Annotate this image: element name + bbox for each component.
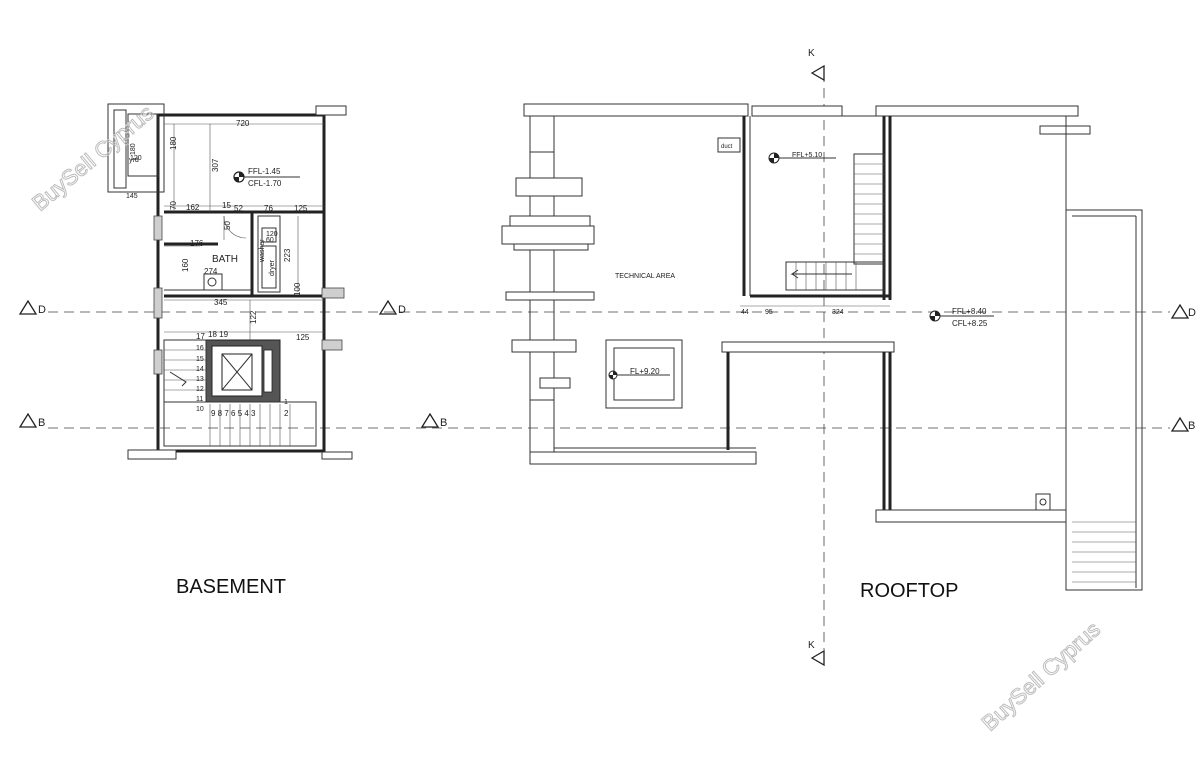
marker-label: K [808, 48, 815, 59]
step-label: 9 8 7 6 5 4 3 [211, 409, 256, 418]
section-marker-b-mid: B [420, 412, 447, 429]
dim-label: washer [259, 239, 266, 263]
marker-label: B [1188, 420, 1195, 432]
dim-label: 160 [181, 258, 190, 272]
step-label: 1 [284, 399, 288, 406]
step-label: 17 [196, 332, 205, 341]
dim-label: 307 [211, 158, 220, 172]
dim-label: 120 [130, 155, 142, 162]
marker-label: D [1188, 307, 1196, 319]
duct-label: duct [721, 144, 733, 150]
dim-label: 162 [186, 203, 200, 212]
basement-stairs: 17 18 19 16 15 14 13 12 11 10 9 8 7 6 5 … [163, 330, 317, 447]
dim-label: 52 [234, 204, 243, 213]
section-marker-d-left: D [18, 299, 46, 316]
dim-label: 180 [130, 143, 137, 155]
dim-label: 324 [832, 309, 844, 316]
dim-label: 122 [249, 310, 258, 324]
room-label-yard: yrd [129, 157, 139, 164]
step-label: 12 [196, 386, 204, 393]
floor-level-label: FFL+8.40 [952, 307, 987, 316]
marker-label: D [38, 304, 46, 316]
dim-label: 125 [296, 333, 310, 342]
dim-label: 50 [223, 221, 232, 230]
step-label: 11 [196, 396, 203, 403]
section-marker-k-top: K [808, 48, 825, 82]
step-label: 13 [196, 376, 204, 383]
rooftop-plan: TECHNICAL AREA FL+9.20 duct FFL+5.10 [501, 103, 1143, 591]
dim-label: 345 [214, 298, 228, 307]
section-marker-k-bottom: K [808, 640, 825, 667]
step-label: 2 [284, 409, 289, 418]
marker-label: B [440, 417, 447, 429]
floor-level-label: FFL-1.45 [248, 167, 281, 176]
dim-label: 180 [169, 136, 178, 150]
room-label-technical-area: TECHNICAL AREA [615, 273, 675, 280]
ceiling-level-label: CFL+8.25 [952, 319, 988, 328]
section-marker-d-mid: D [378, 299, 406, 316]
dim-label: 100 [293, 282, 302, 296]
marker-label: B [38, 417, 45, 429]
room-label-bath: BATH [212, 254, 238, 265]
dim-label: 720 [236, 119, 250, 128]
step-label: 18 19 [208, 330, 229, 339]
dim-label: 44 [741, 309, 749, 316]
dim-label: 15 [222, 201, 231, 210]
section-marker-b-right: B [1170, 416, 1195, 432]
dim-label: 274 [204, 267, 218, 276]
marker-label: D [398, 304, 406, 316]
dim-label: 223 [283, 248, 292, 262]
dim-label: 60 [266, 237, 274, 244]
section-marker-b-left: B [18, 412, 45, 429]
basement-title: BASEMENT [176, 576, 286, 598]
rooftop-title: ROOFTOP [860, 580, 959, 602]
dim-label: 125 [294, 204, 308, 213]
dim-label: 145 [126, 193, 138, 200]
dim-label: dryer [269, 259, 276, 276]
dim-label: 76 [264, 204, 273, 213]
dim-label: 120 [266, 231, 278, 238]
floor-level-label: FFL+5.10 [792, 152, 822, 159]
dim-label: 70 [169, 201, 178, 210]
step-label: 16 [196, 345, 204, 352]
rooftop-stairs [785, 153, 885, 291]
basement-plan: 180 yrd 120 145 720 180 307 70 162 15 52 [107, 103, 353, 460]
dim-label: 95 [765, 309, 773, 316]
section-marker-d-right: D [1170, 303, 1196, 319]
step-label: 15 [196, 356, 204, 363]
floor-level-label: FL+9.20 [630, 367, 660, 376]
dim-label: 176 [190, 239, 204, 248]
marker-label: K [808, 640, 815, 651]
step-label: 14 [196, 366, 204, 373]
watermark-bottom-right: BuySell Cyprus [977, 617, 1105, 736]
ceiling-level-label: CFL-1.70 [248, 179, 282, 188]
step-label: 10 [196, 406, 204, 413]
